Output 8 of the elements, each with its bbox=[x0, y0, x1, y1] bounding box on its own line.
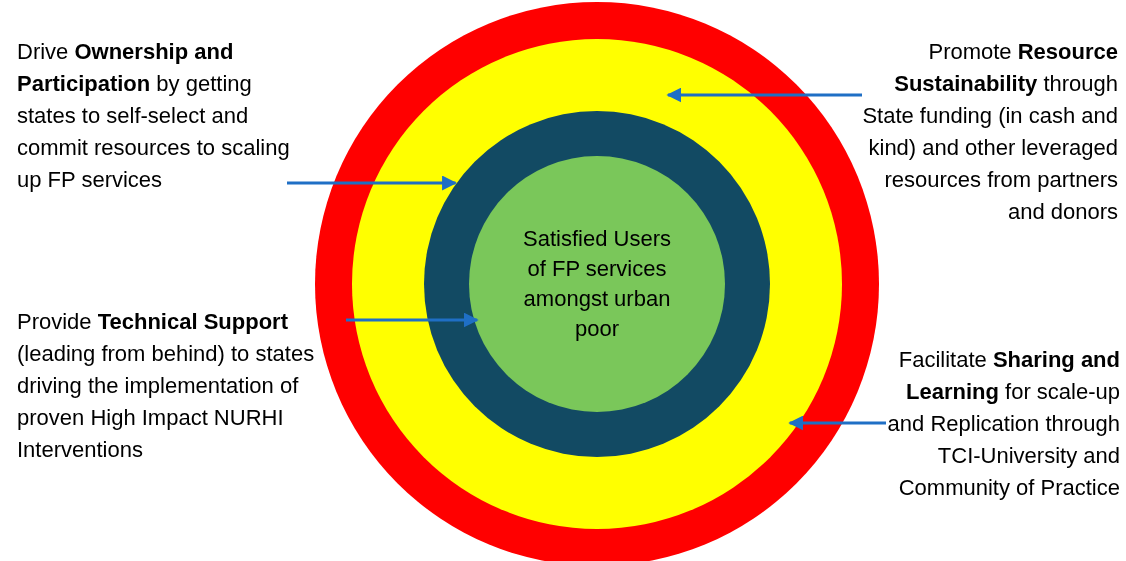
strategy-text: Facilitate Sharing and Learning for scale-up and Replication through TCI-University and Community of Practice bbox=[880, 344, 1120, 504]
center-label: Satisfied Users of FP services amongst urban poor bbox=[522, 225, 672, 343]
arrow bbox=[666, 87, 862, 103]
strategy-text: Drive Ownership and Participation by getting states to self-select and commit resources to scaling up FP services bbox=[17, 36, 293, 196]
strategy-text: Provide Technical Support (leading from behind) to states driving the implementation of proven High Impact NURHI Interventions bbox=[17, 306, 352, 466]
arrow bbox=[287, 175, 458, 191]
arrow bbox=[788, 415, 886, 431]
strategy-text: Promote Resource Sustainability through State funding (in cash and kind) and other leveraged resources from partners and donors bbox=[856, 36, 1118, 228]
